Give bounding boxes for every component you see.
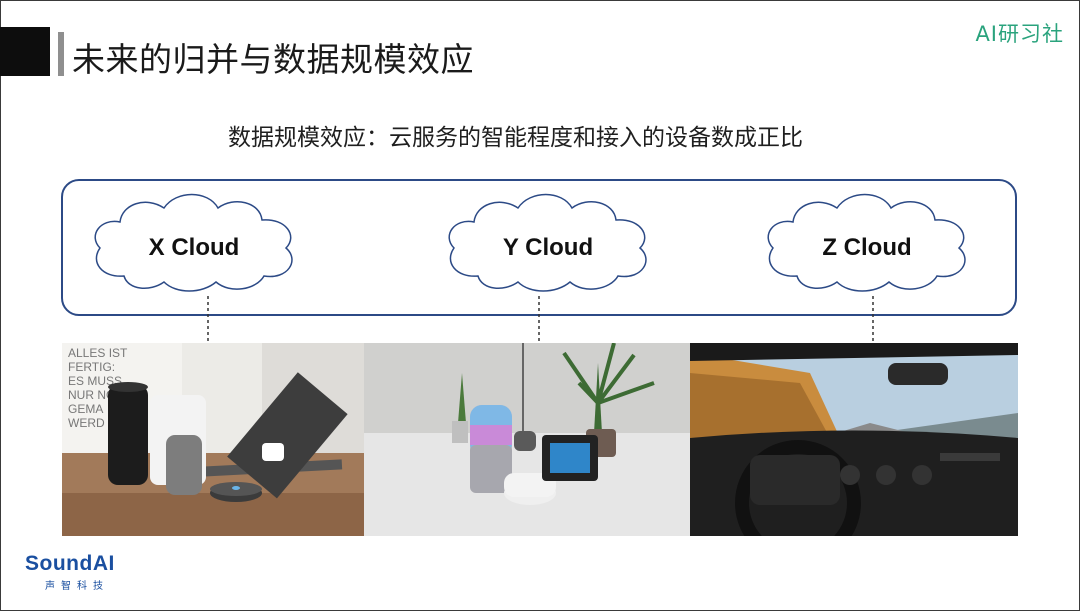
photo-smart-speakers-table: ALLES IST FERTIG: ES MUSS NUR NOCH GEMA … — [62, 343, 364, 536]
photo-car-dashboard — [690, 343, 1018, 536]
soundai-logo-subtext: 声智科技 — [45, 577, 115, 592]
photo-smart-speakers-desk — [364, 343, 690, 536]
svg-text:FERTIG:: FERTIG: — [68, 360, 115, 374]
svg-text:WERD: WERD — [68, 416, 105, 430]
svg-text:ALLES IST: ALLES IST — [68, 346, 128, 360]
soundai-logo: SoundAI 声智科技 — [25, 552, 115, 592]
svg-text:GEMA: GEMA — [68, 402, 103, 416]
soundai-logo-text: SoundAI — [25, 552, 115, 576]
